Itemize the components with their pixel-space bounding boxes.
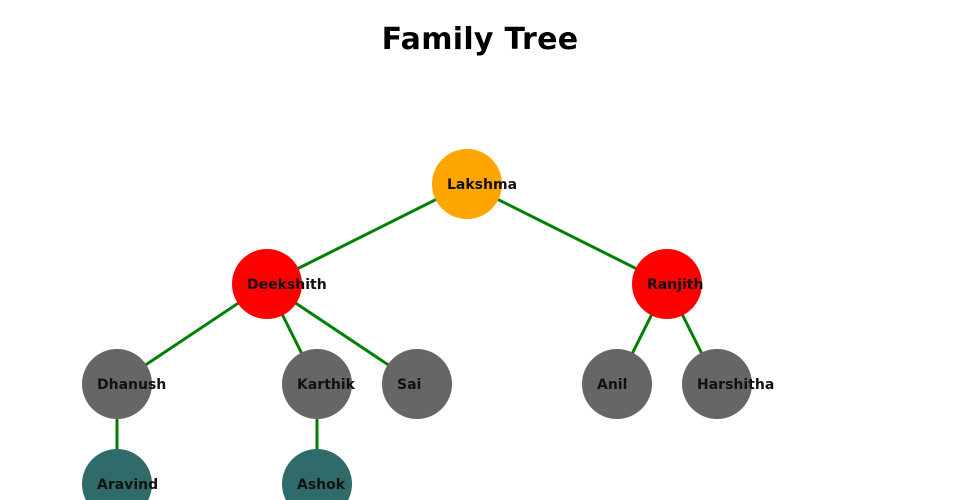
edge-ranjith (466, 182, 668, 286)
node-circle (282, 449, 352, 500)
node-deekshith[interactable]: Deekshith (232, 249, 327, 319)
node-lakshma[interactable]: Lakshma (432, 149, 517, 219)
node-circle (632, 249, 702, 319)
node-label: Dhanush (97, 377, 166, 393)
node-circle (282, 349, 352, 419)
node-dhanush[interactable]: Dhanush (82, 349, 166, 419)
node-circle (382, 349, 452, 419)
node-circle (232, 249, 302, 319)
node-ashok[interactable]: Ashok (282, 449, 352, 500)
node-karthik[interactable]: Karthik (282, 349, 356, 419)
node-circle (82, 449, 152, 500)
node-circle (432, 149, 502, 219)
node-circle (582, 349, 652, 419)
node-label: Anil (597, 377, 627, 393)
node-label: Ashok (297, 477, 346, 493)
node-label: Ranjith (647, 277, 703, 293)
node-ranjith[interactable]: Ranjith (632, 249, 703, 319)
node-label: Sai (397, 377, 421, 393)
node-circle (82, 349, 152, 419)
node-label: Aravind (97, 477, 158, 493)
node-label: Lakshma (447, 177, 517, 193)
node-harshitha[interactable]: Harshitha (682, 349, 774, 419)
node-label: Deekshith (247, 277, 327, 293)
node-aravind[interactable]: Aravind (82, 449, 158, 500)
node-label: Harshitha (697, 377, 774, 393)
node-circle (682, 349, 752, 419)
edges-layer (115, 182, 719, 484)
edge-deekshith (266, 182, 468, 286)
node-anil[interactable]: Anil (582, 349, 652, 419)
node-label: Karthik (297, 377, 356, 393)
page-title: Family Tree (381, 22, 579, 57)
node-sai[interactable]: Sai (382, 349, 452, 419)
